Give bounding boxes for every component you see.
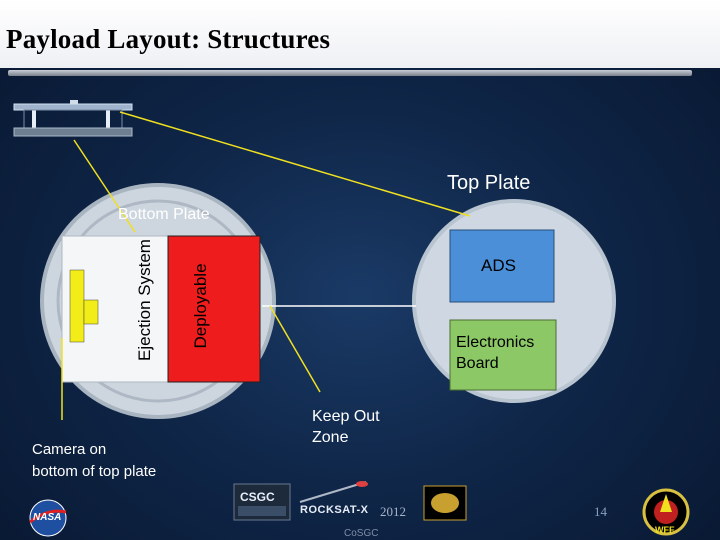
electronics-board-box: [449, 319, 557, 391]
title-divider: [8, 70, 692, 76]
camera-label-line2: bottom of top plate: [32, 463, 157, 480]
deployable-block: [167, 235, 261, 383]
nasa-logo: [29, 499, 67, 537]
bottom-plate-leader-line: [73, 139, 136, 233]
nasa-logo-text: NASA: [33, 512, 62, 523]
page-number: 14: [594, 504, 607, 519]
rocksat-logo: [299, 481, 368, 503]
keep-out-zone-label-line2: Zone: [312, 429, 349, 446]
ads-box: [449, 229, 555, 303]
csgc-logo-text: CSGC: [240, 490, 275, 504]
title-bar: [0, 0, 720, 68]
deployable-label: Deployable: [191, 263, 210, 349]
ejection-system-label: Ejection System: [135, 239, 154, 361]
wff-logo-text: WFF: [655, 525, 675, 535]
top-plate-leader-line: [119, 111, 471, 217]
slide-title: Payload Layout: Structures: [6, 24, 331, 54]
ejection-pusher: [83, 299, 99, 325]
plate-assembly-side-view: [13, 100, 133, 137]
cosgc-caption: CoSGC: [344, 528, 379, 539]
top-plate-label: Top Plate: [447, 172, 531, 194]
bottom-plate-label: Bottom Plate: [118, 206, 210, 223]
cu-buffalo-logo: [423, 485, 467, 521]
keep-out-leader-line: [269, 305, 321, 393]
camera-label-line1: Camera on: [32, 441, 107, 458]
rocksat-year: 2012: [380, 504, 406, 519]
ejection-rail: [69, 269, 85, 343]
electronics-board-label-line2: Board: [456, 355, 499, 372]
rocksat-logo-text: ROCKSAT-X: [300, 504, 369, 516]
keep-out-zone-label-line1: Keep Out: [312, 408, 380, 425]
csgc-logo: [233, 483, 291, 521]
electronics-board-label-line1: Electronics: [456, 334, 535, 351]
ads-label: ADS: [481, 256, 516, 275]
wff-logo: [642, 488, 690, 536]
